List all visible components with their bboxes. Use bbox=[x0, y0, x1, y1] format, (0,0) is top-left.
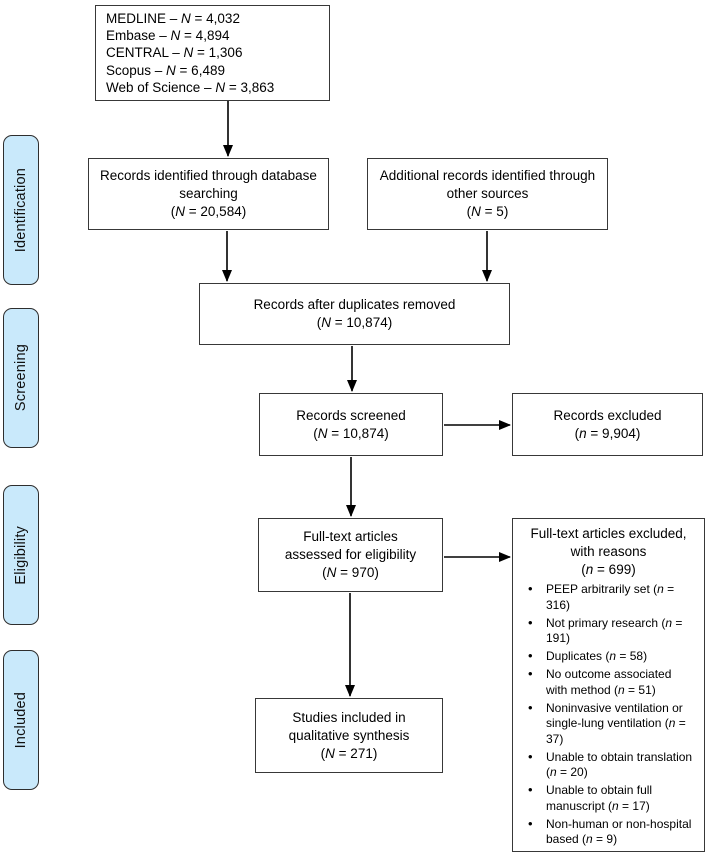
box-text: Records after duplicates removed bbox=[253, 297, 456, 312]
box-studies-included: Studies included in qualitative synthesi… bbox=[255, 698, 443, 773]
box-text: Full-text articles excluded, with reason… bbox=[530, 526, 687, 559]
box-count: (N = 20,584) bbox=[170, 204, 247, 219]
box-fulltext-excluded: Full-text articles excluded, with reason… bbox=[512, 518, 705, 852]
stage-label-included: Included bbox=[3, 650, 39, 790]
box-count: (n = 699) bbox=[581, 562, 636, 577]
stage-label-screening: Screening bbox=[3, 308, 39, 448]
box-additional-records: Additional records identified through ot… bbox=[367, 158, 608, 230]
exclusion-reason: Non-human or non-hospital based (n = 9) bbox=[527, 816, 696, 848]
box-count: (N = 5) bbox=[466, 204, 509, 219]
box-count: (N = 970) bbox=[322, 565, 379, 580]
box-count: (N = 10,874) bbox=[313, 425, 389, 441]
box-text: Records excluded bbox=[553, 407, 662, 423]
source-count-line: CENTRAL – N = 1,306 bbox=[106, 45, 243, 61]
stage-label-identification: Identification bbox=[3, 135, 39, 285]
exclusion-reason: No outcome associated with method (n = 5… bbox=[527, 666, 696, 698]
box-records-excluded: Records excluded (n = 9,904) bbox=[512, 393, 703, 456]
exclusion-reason: Unable to obtain translation (n = 20) bbox=[527, 749, 696, 781]
exclusion-reason: Duplicates (n = 58) bbox=[527, 648, 696, 665]
source-count-line: Scopus – N = 6,489 bbox=[106, 62, 225, 78]
box-text: Studies included in qualitative synthesi… bbox=[288, 709, 410, 743]
box-count: (n = 9,904) bbox=[574, 425, 641, 441]
box-duplicates-removed: Records after duplicates removed (N = 10… bbox=[199, 283, 510, 345]
exclusion-reason: Not primary research (n = 191) bbox=[527, 615, 696, 647]
box-text: Records identified through database sear… bbox=[100, 168, 317, 201]
box-count: (N = 10,874) bbox=[316, 315, 393, 330]
exclusion-reason: Noninvasive ventilation or single-lung v… bbox=[527, 700, 696, 748]
source-count-line: Embase – N = 4,894 bbox=[106, 28, 230, 44]
exclusion-reasons-list: PEEP arbitrarily set (n = 316) Not prima… bbox=[513, 581, 704, 848]
box-count: (N = 271) bbox=[320, 745, 378, 761]
box-text: Records screened bbox=[296, 407, 406, 423]
stage-label-text: Identification bbox=[13, 167, 29, 253]
source-count-line: MEDLINE – N = 4,032 bbox=[106, 11, 240, 26]
box-records-identified: Records identified through database sear… bbox=[88, 158, 329, 230]
box-text: Additional records identified through ot… bbox=[379, 168, 596, 201]
stage-label-text: Included bbox=[13, 691, 29, 749]
exclusion-reason: Unable to obtain full manuscript (n = 17… bbox=[527, 782, 696, 814]
box-database-sources: MEDLINE – N = 4,032 Embase – N = 4,894 C… bbox=[95, 5, 330, 101]
box-records-screened: Records screened (N = 10,874) bbox=[259, 393, 443, 456]
fulltext-excluded-title: Full-text articles excluded, with reason… bbox=[513, 525, 704, 579]
source-count-line: Web of Science – N = 3,863 bbox=[106, 79, 275, 95]
box-text: Full-text articles assessed for eligibil… bbox=[284, 529, 417, 562]
exclusion-reason: PEEP arbitrarily set (n = 316) bbox=[527, 581, 696, 613]
stage-label-eligibility: Eligibility bbox=[3, 485, 39, 625]
box-fulltext-assessed: Full-text articles assessed for eligibil… bbox=[258, 518, 443, 592]
stage-label-text: Eligibility bbox=[13, 525, 29, 585]
stage-label-text: Screening bbox=[13, 344, 29, 412]
